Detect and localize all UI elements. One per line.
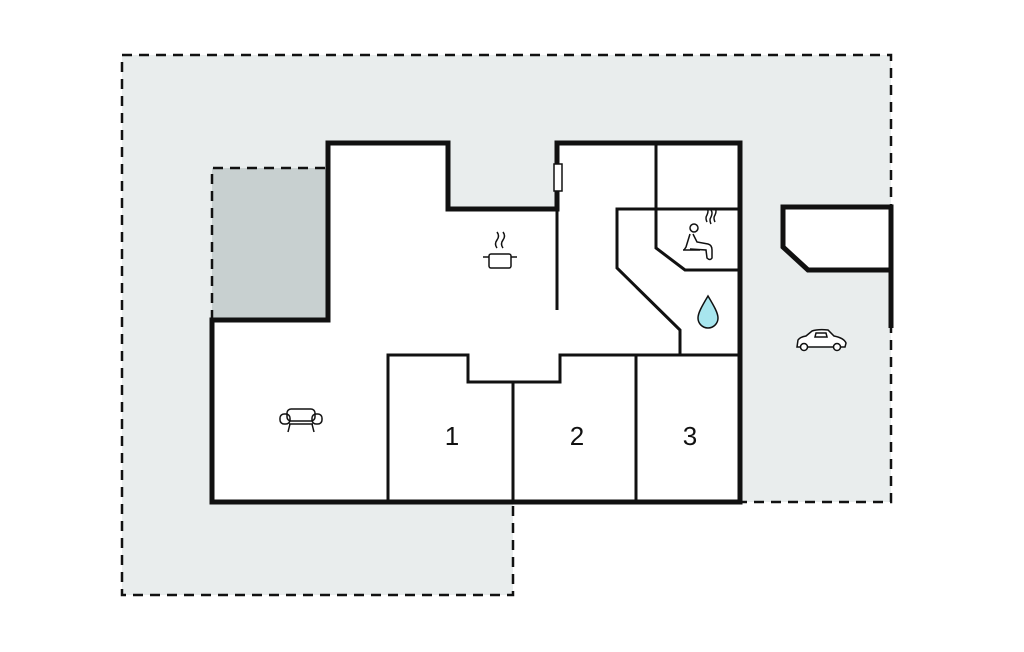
room-label-2: 2 [570,421,584,451]
interior-walls [386,143,740,502]
window [553,163,563,192]
room-label-1: 1 [445,421,459,451]
terrace [212,168,328,320]
car-icon [796,328,847,352]
garage [780,204,894,328]
sofa-icon [279,408,323,433]
room-label-3: 3 [683,421,697,451]
cooking-pot-icon [483,231,517,269]
sauna-icon [683,207,717,261]
water-drop-icon [697,294,719,329]
